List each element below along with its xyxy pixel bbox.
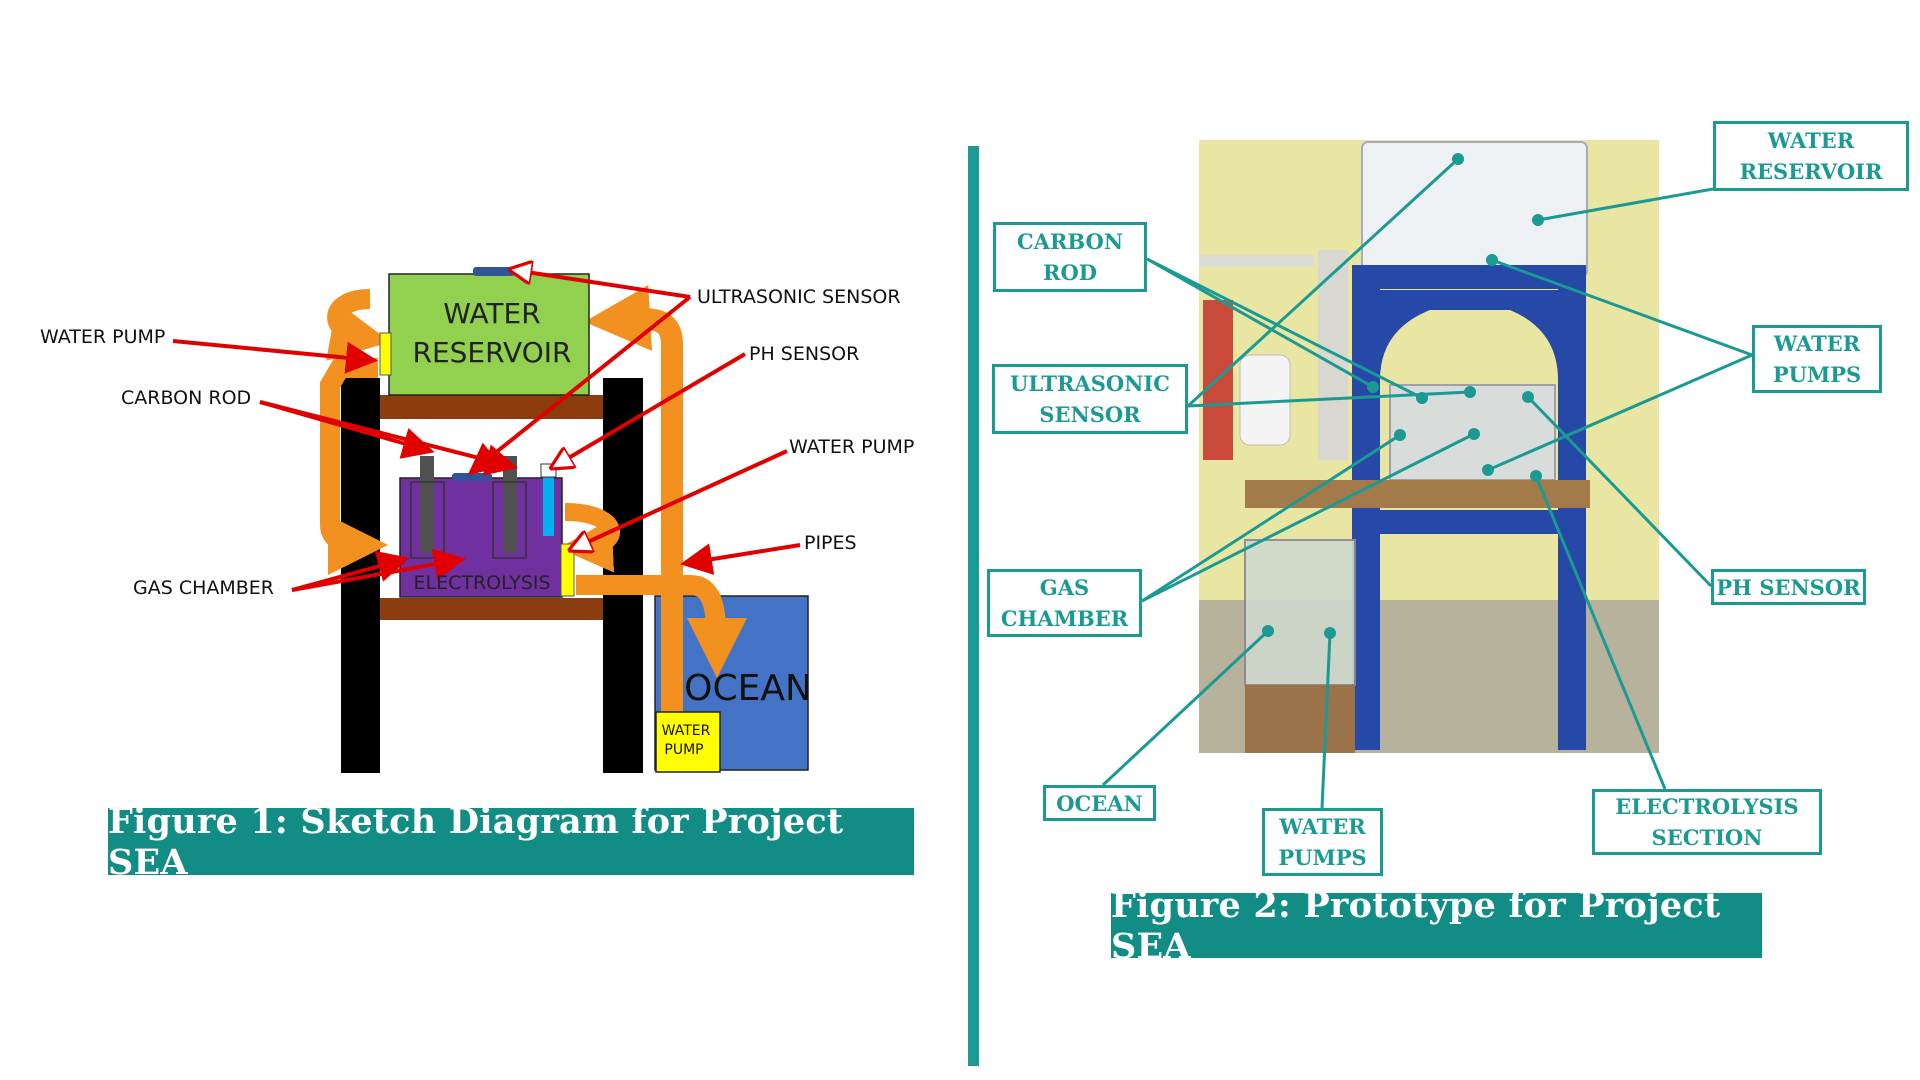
arrow-pipes: [680, 543, 801, 575]
dot-carbon-2: [1416, 392, 1428, 404]
label-ph-sensor-2: PH SENSOR: [1711, 569, 1866, 605]
label-ocean-2: OCEAN: [1043, 785, 1156, 821]
leader-gas-chamber-1: [1141, 433, 1401, 603]
photo-left-shelf: [1199, 255, 1314, 267]
electrolysis-label: ELECTROLYSIS: [413, 572, 550, 594]
carbon-rod-right: [503, 456, 517, 553]
label-ultrasonic-sensor: ULTRASONIC SENSOR: [697, 286, 901, 308]
label-ultrasonic-sensor-2: ULTRASONIC SENSOR: [992, 364, 1188, 434]
label-carbon-rod: CARBON ROD: [121, 387, 252, 409]
dot-gas-1: [1394, 429, 1406, 441]
figure2-caption: Figure 2: Prototype for Project SEA: [1111, 885, 1762, 967]
pump-on-reservoir: [379, 332, 392, 376]
dot-ultrasonic-tank: [1464, 386, 1476, 398]
label-pipes: PIPES: [804, 532, 857, 554]
leader-water-pumps-bottom: [1320, 632, 1332, 809]
leader-carbon-rod-2: [1146, 257, 1423, 400]
photo-rack-top-bar: [1352, 265, 1586, 289]
reservoir-label-line1: WATER: [443, 297, 540, 330]
dot-carbon-1: [1367, 381, 1379, 393]
leader-ocean: [1101, 629, 1270, 787]
electrode-frame-left: [410, 481, 445, 559]
photo-ocean-tank: [1244, 539, 1356, 686]
section-divider: [968, 146, 979, 1066]
photo-rack-arch: [1380, 290, 1558, 380]
leader-dots: [1262, 153, 1544, 639]
leader-carbon-rod-1: [1146, 257, 1374, 389]
pump-label-line1: WATER: [662, 723, 711, 739]
dot-pump-bottom: [1324, 627, 1336, 639]
leader-ph-sensor: [1526, 395, 1713, 588]
leader-ultrasonic-1: [1186, 157, 1460, 408]
ocean-label: OCEAN: [684, 668, 812, 709]
label-water-pump-left: WATER PUMP: [40, 326, 166, 348]
dot-pump-top: [1486, 254, 1498, 266]
arrow-ultrasonic-1: [520, 271, 691, 299]
pipe-left-loop: [326, 289, 391, 361]
dot-pump-tank: [1482, 464, 1494, 476]
arrow-ph-sensor: [560, 352, 747, 463]
photo-reservoir: [1361, 141, 1588, 278]
photo-ocean-wood: [1245, 685, 1355, 753]
label-water-pump-right: WATER PUMP: [789, 436, 915, 458]
label-gas-chamber-2: GAS CHAMBER: [987, 569, 1142, 637]
photo-rack-mid-bar: [1352, 510, 1586, 534]
dot-reservoir: [1532, 214, 1544, 226]
label-gas-chamber: GAS CHAMBER: [133, 577, 275, 599]
water-pump-box: [655, 711, 721, 773]
pipe-to-ocean: [576, 575, 747, 678]
dot-ocean: [1262, 625, 1274, 637]
carbon-rod-left: [420, 456, 434, 553]
photo-wood-shelf: [1245, 480, 1590, 508]
dot-ph: [1522, 391, 1534, 403]
arrow-water-pump-right: [579, 449, 788, 546]
dot-ultrasonic-top: [1452, 153, 1464, 165]
label-electrolysis-section: ELECTROLYSIS SECTION: [1592, 789, 1822, 855]
dot-gas-2: [1468, 428, 1480, 440]
arrow-ultrasonic-2: [467, 295, 692, 476]
ph-sensor-body: [543, 476, 554, 536]
pipe-left-down: [320, 358, 388, 575]
pipe-right-return: [558, 503, 620, 573]
leader-lines: [1101, 157, 1753, 809]
reservoir-box: [388, 273, 590, 396]
label-water-reservoir: WATER RESERVOIR: [1713, 121, 1909, 191]
electrode-frame-right: [492, 481, 527, 559]
leader-water-pumps-1: [1491, 258, 1753, 357]
label-carbon-rod-2: CARBON ROD: [993, 222, 1147, 292]
leader-electrolysis: [1534, 475, 1667, 790]
reservoir-label-line2: RESERVOIR: [413, 336, 572, 369]
shelf-bottom: [380, 598, 603, 620]
label-ph-sensor: PH SENSOR: [749, 343, 860, 365]
label-water-pumps-right: WATER PUMPS: [1752, 325, 1882, 393]
photo-shelf-rack: [1318, 250, 1348, 460]
leader-water-reservoir: [1537, 187, 1714, 222]
dot-electrolysis: [1530, 470, 1542, 482]
leader-water-pumps-2: [1487, 353, 1753, 472]
arrow-gas-chamber-2: [291, 548, 466, 592]
label-water-pumps-bottom: WATER PUMPS: [1262, 808, 1383, 876]
arrow-water-pump-left: [172, 339, 378, 374]
leader-gas-chamber-2: [1141, 432, 1475, 603]
ultrasonic-sensor-top: [473, 267, 515, 276]
pump-label-line2: PUMP: [664, 742, 703, 758]
